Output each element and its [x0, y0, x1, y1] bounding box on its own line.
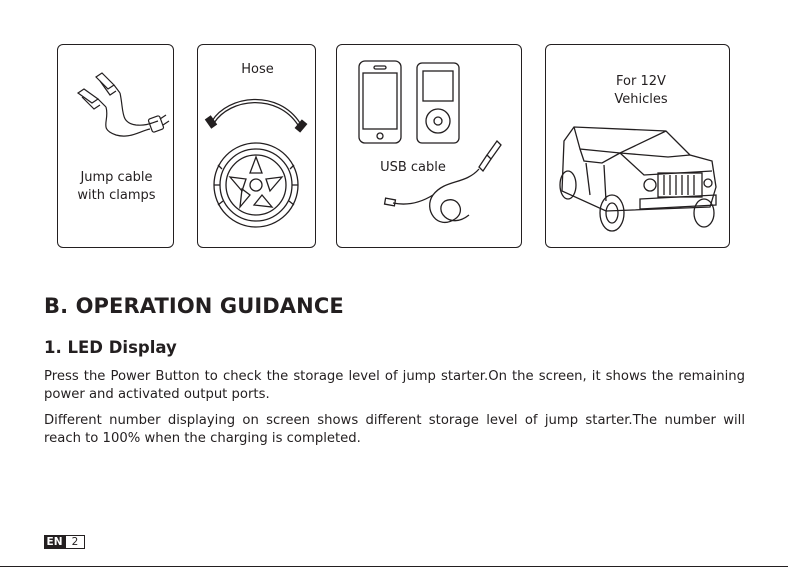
page-footer: EN 2 — [44, 535, 85, 549]
section-title: B. OPERATION GUIDANCE — [44, 294, 344, 318]
hose-and-tire-icon — [204, 98, 308, 228]
jump-cable-card: Jump cable with clamps — [57, 44, 174, 248]
vehicles-label: For 12V Vehicles — [614, 74, 668, 107]
hose-label: Hose — [241, 62, 274, 77]
paragraph-power-button: Press the Power Button to check the stor… — [44, 369, 745, 402]
page-number: 2 — [65, 535, 85, 549]
sub-title-led-display: 1. LED Display — [44, 338, 177, 357]
phone-player-usb-icon — [358, 60, 502, 224]
jump-cable-label: Jump cable with clamps — [77, 170, 156, 203]
vehicles-card: For 12V Vehicles — [545, 44, 730, 248]
suv-vehicle-icon — [559, 126, 717, 232]
language-badge: EN — [44, 535, 65, 549]
usb-cable-card: USB cable — [336, 44, 522, 248]
jump-cable-clamps-icon — [76, 72, 170, 137]
bottom-divider — [0, 566, 788, 567]
paragraph-storage-level: Different number displaying on screen sh… — [44, 413, 745, 446]
usb-cable-label: USB cable — [380, 160, 446, 175]
hose-card: Hose — [197, 44, 316, 248]
